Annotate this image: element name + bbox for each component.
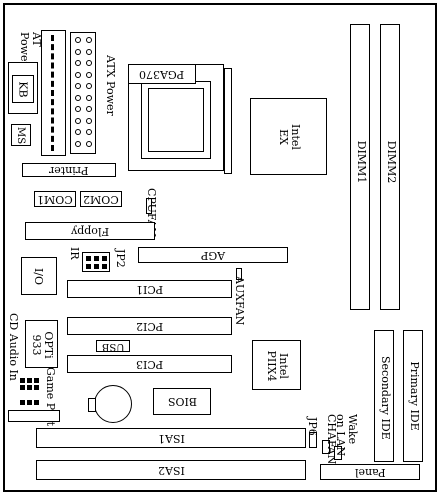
at-power-connector — [41, 30, 66, 156]
dimm2-slot: DIMM2 — [380, 24, 400, 310]
auxfan-header — [236, 268, 242, 280]
ir-header — [82, 252, 110, 272]
atx-power-pin — [86, 48, 92, 55]
cd-audio-header-2 — [20, 400, 40, 410]
cpufan-header — [146, 198, 152, 214]
atx-power-pin — [86, 129, 92, 135]
com1-header: COM1 — [34, 191, 76, 207]
atx-power-connector — [70, 32, 96, 154]
pci2-slot: PCI2 — [67, 317, 232, 335]
ir-label: IR — [68, 247, 81, 260]
battery — [94, 385, 132, 423]
agp-slot: AGP — [138, 247, 288, 263]
ir-pin — [94, 264, 99, 269]
keyboard-connector: KB — [8, 62, 38, 114]
bios-chip: BIOS — [153, 388, 211, 415]
atx-power-pin — [75, 71, 81, 78]
ir-pin — [86, 256, 91, 261]
pci1-slot: PCI1 — [67, 280, 232, 298]
mouse-connector: MS — [11, 124, 31, 146]
ir-pin — [102, 264, 107, 269]
wake-on-lan-header — [334, 446, 342, 460]
atx-power-label: ATX Power — [104, 55, 117, 116]
atx-power-pin — [86, 94, 92, 101]
panel-header: Panel — [320, 464, 420, 480]
game-port-connector — [8, 410, 60, 422]
usb-header: USB — [96, 340, 130, 352]
atx-power-pin — [75, 94, 81, 101]
atx-power-pin — [75, 60, 81, 66]
atx-power-pin — [86, 71, 92, 78]
pci3-slot: PCI3 — [67, 355, 232, 373]
atx-power-pin — [75, 140, 81, 147]
atx-power-pin — [86, 60, 92, 66]
floppy-connector: Floppy — [25, 222, 155, 240]
atx-power-pin — [75, 117, 81, 124]
dimm1-slot: DIMM1 — [350, 24, 370, 310]
atx-power-pin — [75, 129, 81, 135]
isa2-slot: ISA2 — [36, 460, 306, 480]
secondary-ide-connector: Secondary IDE — [374, 330, 394, 462]
primary-ide-connector: Primary IDE — [403, 330, 423, 462]
io-chip: I/O — [21, 257, 57, 295]
auxfan-label: AUXFAN — [233, 276, 246, 326]
atx-power-pin — [86, 37, 92, 43]
jp2-label: JP2 — [114, 249, 127, 268]
isa1-slot: ISA1 — [36, 428, 306, 448]
ir-pin — [102, 256, 107, 261]
jp6-label: JP6 — [306, 417, 319, 436]
ir-pin — [86, 264, 91, 269]
printer-header: Printer — [22, 163, 116, 177]
atx-power-pin — [86, 106, 92, 112]
pga370-label-box: PGA370 — [128, 64, 196, 84]
cd-audio-header — [20, 378, 40, 394]
atx-power-pin — [86, 83, 92, 89]
socket-lever — [224, 68, 232, 174]
chafan-header — [322, 440, 330, 454]
jp6-header — [309, 432, 317, 448]
battery-clip — [88, 398, 96, 412]
atx-power-pin — [75, 37, 81, 43]
atx-power-pin — [75, 83, 81, 89]
atx-power-pin — [75, 48, 81, 55]
cd-audio-in-label: CD Audio In — [7, 313, 20, 381]
ir-pin — [94, 256, 99, 261]
atx-power-pin — [86, 117, 92, 124]
atx-power-pin — [75, 106, 81, 112]
com2-header: COM2 — [80, 191, 122, 207]
atx-power-pin — [86, 140, 92, 147]
